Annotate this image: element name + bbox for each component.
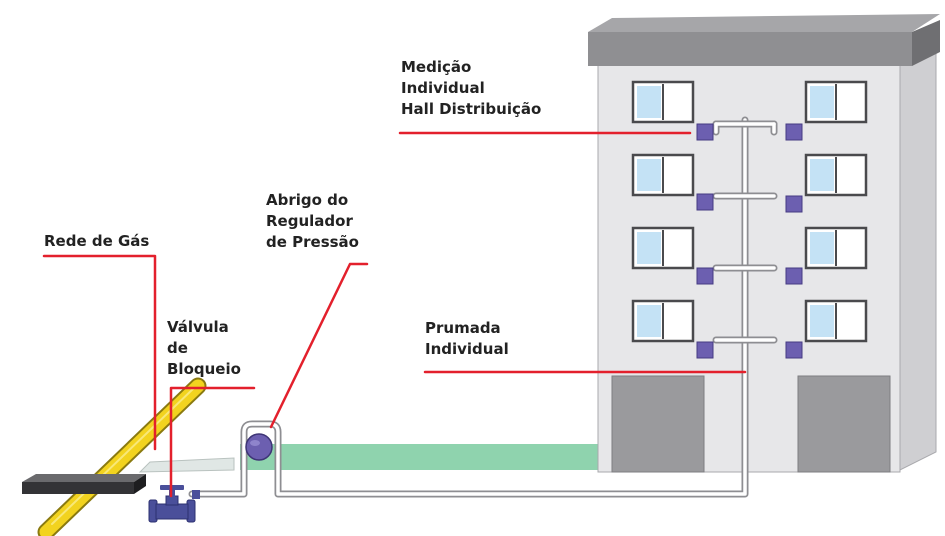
window — [804, 299, 868, 343]
leader-lines — [42, 131, 747, 498]
label-line: Individual — [401, 79, 485, 97]
label-rede-de-gas: Rede de Gás — [44, 231, 149, 252]
label-line: Hall Distribuição — [401, 100, 542, 118]
label-line: Rede de Gás — [44, 232, 150, 250]
shutoff-valve-icon — [148, 485, 200, 523]
gas-main-pipe — [22, 377, 207, 536]
label-line: Bloqueio — [167, 360, 241, 378]
pressure-regulator-icon — [245, 433, 273, 461]
window — [804, 80, 868, 124]
label-line: Medição — [401, 58, 472, 76]
riser-pipe — [188, 116, 778, 498]
label-abrigo-regulador: Abrigo do Regulador de Pressão — [266, 190, 359, 253]
window — [804, 226, 868, 270]
label-line: Abrigo do — [266, 191, 349, 209]
building — [588, 14, 940, 473]
label-line: Válvula — [167, 318, 229, 336]
gas-meter-icon — [696, 123, 803, 359]
window — [631, 153, 695, 197]
ground-strip — [138, 444, 600, 473]
label-line: Individual — [425, 340, 509, 358]
window — [631, 299, 695, 343]
label-line: de — [167, 339, 188, 357]
window — [631, 226, 695, 270]
garage-door-right — [797, 375, 891, 473]
leader-line-valvula — [169, 386, 256, 498]
label-line: Prumada — [425, 319, 501, 337]
window — [804, 153, 868, 197]
garage-door-left — [611, 375, 705, 473]
leader-line-rede — [42, 254, 157, 451]
window — [631, 80, 695, 124]
label-line: Regulador — [266, 212, 353, 230]
leader-line-abrigo — [269, 262, 369, 429]
label-line: de Pressão — [266, 233, 359, 251]
